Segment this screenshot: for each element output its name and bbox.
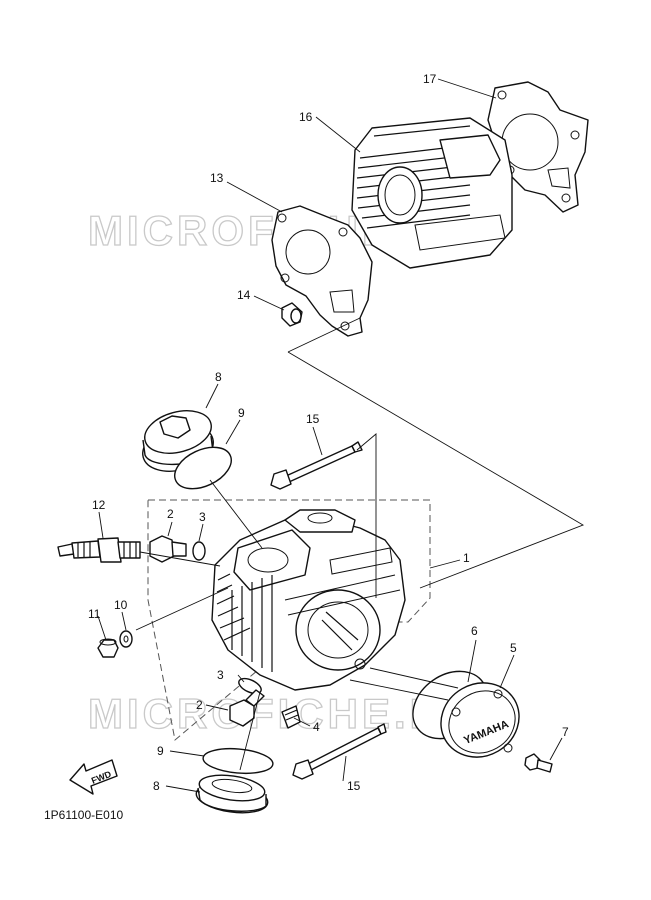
callout-3-upper: 3 bbox=[199, 510, 206, 524]
o-ring-9-lower bbox=[202, 747, 274, 775]
callout-8-lower: 8 bbox=[153, 779, 160, 793]
stud-4 bbox=[281, 705, 301, 729]
forward-arrow-icon: FWD bbox=[69, 759, 118, 795]
callout-16: 16 bbox=[299, 110, 313, 124]
side-cover-5: YAMAHA bbox=[440, 682, 520, 758]
callout-2-lower: 2 bbox=[196, 698, 203, 712]
callout-numbers: 17 16 13 14 8 9 15 12 2 3 1 11 10 6 5 3 … bbox=[88, 72, 569, 793]
callout-11: 11 bbox=[88, 607, 101, 621]
callout-9-lower: 9 bbox=[157, 744, 164, 758]
head-gasket-13 bbox=[271, 205, 373, 337]
callout-7: 7 bbox=[562, 725, 569, 739]
dowel-pin-14 bbox=[281, 302, 303, 327]
valve-cap-8-lower bbox=[195, 774, 269, 814]
callout-3-lower: 3 bbox=[217, 668, 224, 682]
tappet-cap-2-upper bbox=[149, 535, 187, 563]
callout-15-lower: 15 bbox=[347, 779, 361, 793]
callout-12: 12 bbox=[92, 498, 106, 512]
callout-2-upper: 2 bbox=[167, 507, 174, 521]
valve-cap-8-upper bbox=[142, 410, 214, 472]
spark-plug-12 bbox=[57, 537, 141, 563]
callout-8-upper: 8 bbox=[215, 370, 222, 384]
callout-9-upper: 9 bbox=[238, 406, 245, 420]
bolt-7 bbox=[524, 753, 553, 773]
callout-1: 1 bbox=[463, 551, 470, 565]
stud-bolt-15-upper bbox=[270, 441, 363, 490]
cylinder-gasket-17 bbox=[487, 81, 589, 213]
stud-bolt-15-lower bbox=[292, 723, 387, 780]
callout-6: 6 bbox=[471, 624, 478, 638]
callout-17: 17 bbox=[423, 72, 437, 86]
diagram-code: 1P61100-E010 bbox=[44, 808, 124, 822]
o-ring-9-upper bbox=[174, 446, 232, 490]
head-assembly-outline bbox=[147, 499, 431, 741]
cylinder-block-16 bbox=[351, 117, 513, 269]
leader-lines bbox=[97, 78, 585, 793]
cylinder-head-1 bbox=[211, 509, 406, 691]
callout-13: 13 bbox=[210, 171, 224, 185]
o-ring-3-upper bbox=[192, 541, 206, 561]
callout-15-upper: 15 bbox=[306, 412, 320, 426]
callout-5: 5 bbox=[510, 641, 517, 655]
callout-4: 4 bbox=[313, 720, 320, 734]
callout-14: 14 bbox=[237, 288, 251, 302]
callout-10: 10 bbox=[114, 598, 128, 612]
cap-nut-11 bbox=[97, 638, 119, 658]
washer-10 bbox=[119, 630, 133, 648]
